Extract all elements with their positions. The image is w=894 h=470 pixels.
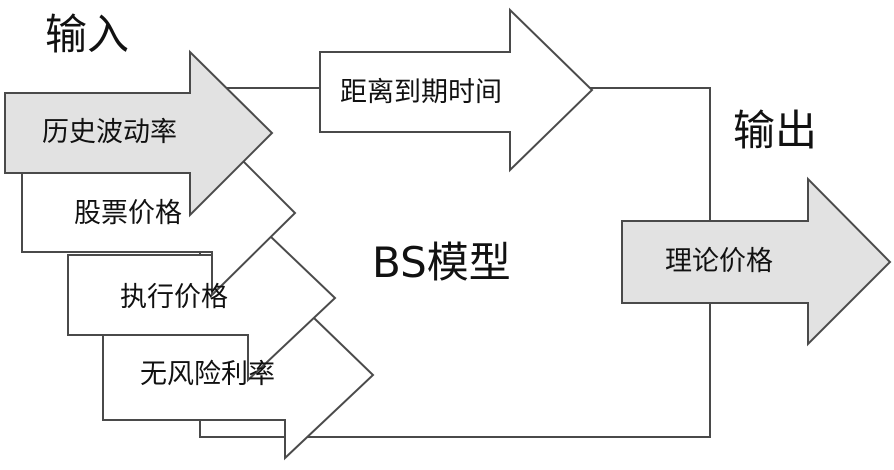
label-volatility: 历史波动率 xyxy=(42,117,177,148)
label-theoretical-price: 理论价格 xyxy=(665,246,773,277)
label-risk-free-rate: 无风险利率 xyxy=(140,359,275,390)
input-heading: 输入 xyxy=(45,10,130,59)
label-stock-price: 股票价格 xyxy=(74,198,182,229)
label-strike-price: 执行价格 xyxy=(120,282,228,313)
arrow-volatility xyxy=(4,49,274,218)
label-time-to-maturity: 距离到期时间 xyxy=(340,77,502,108)
model-title: BS模型 xyxy=(372,238,511,287)
arrow-theoretical-price xyxy=(621,176,892,347)
arrow-time-to-maturity xyxy=(319,7,594,173)
output-heading: 输出 xyxy=(733,106,818,155)
